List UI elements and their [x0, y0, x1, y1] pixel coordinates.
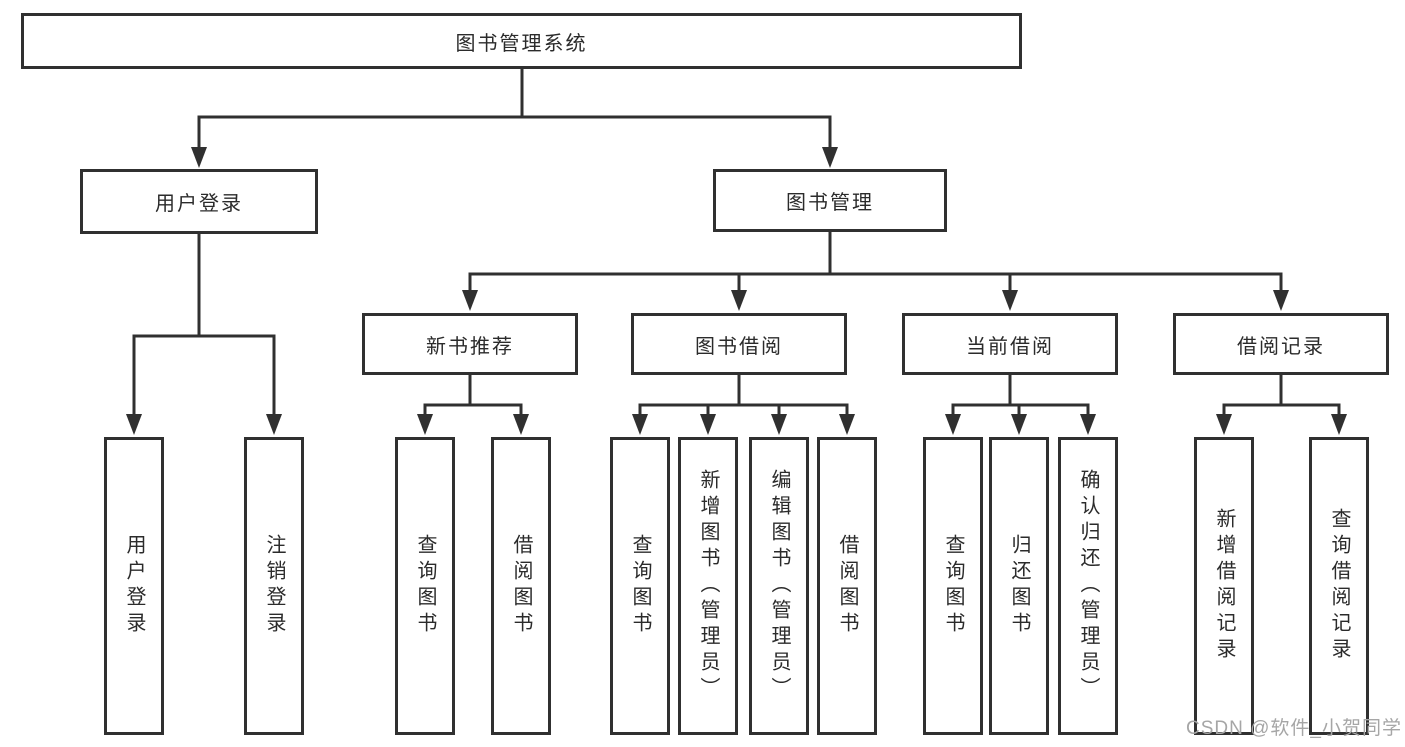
node-label: 编辑图书（管理员） — [768, 469, 790, 703]
node-user-login-branch: 用户登录 — [80, 169, 318, 234]
node-label: 注销登录 — [263, 534, 285, 638]
leaf-query-books-current: 查询图书 — [923, 437, 983, 735]
node-book-management-branch: 图书管理 — [713, 169, 947, 232]
leaf-query-books-recommend: 查询图书 — [395, 437, 455, 735]
leaf-confirm-return-admin: 确认归还（管理员） — [1058, 437, 1118, 735]
node-book-borrow: 图书借阅 — [631, 313, 847, 375]
node-label: 新增图书（管理员） — [697, 469, 719, 703]
leaf-return-books: 归还图书 — [989, 437, 1049, 735]
leaf-query-books-borrow: 查询图书 — [610, 437, 670, 735]
leaf-logout: 注销登录 — [244, 437, 304, 735]
node-label: 查询图书 — [629, 534, 651, 638]
node-library-management-system: 图书管理系统 — [21, 13, 1022, 69]
leaf-user-login: 用户登录 — [104, 437, 164, 735]
leaf-add-book-admin: 新增图书（管理员） — [678, 437, 738, 735]
leaf-borrow-books: 借阅图书 — [817, 437, 877, 735]
node-label: 新书推荐 — [426, 335, 514, 358]
node-label: 图书管理 — [786, 192, 874, 214]
node-label: 归还图书 — [1008, 534, 1030, 638]
node-label: 查询图书 — [414, 534, 436, 638]
edge-borrow-children — [632, 375, 855, 435]
leaf-borrow-books-recommend: 借阅图书 — [491, 437, 551, 735]
node-borrow-record: 借阅记录 — [1173, 313, 1389, 375]
node-label: 借阅记录 — [1237, 335, 1325, 358]
node-label: 新增借阅记录 — [1213, 508, 1235, 664]
leaf-edit-book-admin: 编辑图书（管理员） — [749, 437, 809, 735]
node-label: 借阅图书 — [510, 534, 532, 638]
edge-book-mgmt-children — [462, 232, 1289, 311]
edge-user-login-children — [126, 234, 282, 435]
node-current-borrow: 当前借阅 — [902, 313, 1118, 375]
edge-record-children — [1216, 375, 1347, 435]
leaf-query-borrow-record: 查询借阅记录 — [1309, 437, 1369, 735]
node-label: 用户登录 — [155, 193, 243, 215]
node-label: 借阅图书 — [836, 534, 858, 638]
node-label: 用户登录 — [123, 534, 145, 638]
node-label: 图书借阅 — [695, 335, 783, 358]
edge-root-to-level2 — [191, 69, 838, 168]
node-label: 图书管理系统 — [455, 32, 588, 55]
node-label: 当前借阅 — [966, 335, 1054, 358]
node-label: 查询借阅记录 — [1328, 508, 1350, 664]
node-label: 查询图书 — [942, 534, 964, 638]
node-label: 确认归还（管理员） — [1077, 469, 1099, 703]
leaf-add-borrow-record: 新增借阅记录 — [1194, 437, 1254, 735]
csdn-watermark: CSDN @软件_小贺同学 — [1186, 718, 1402, 739]
edge-recommend-children — [417, 375, 529, 435]
edge-current-children — [945, 375, 1096, 435]
node-new-book-recommend: 新书推荐 — [362, 313, 578, 375]
